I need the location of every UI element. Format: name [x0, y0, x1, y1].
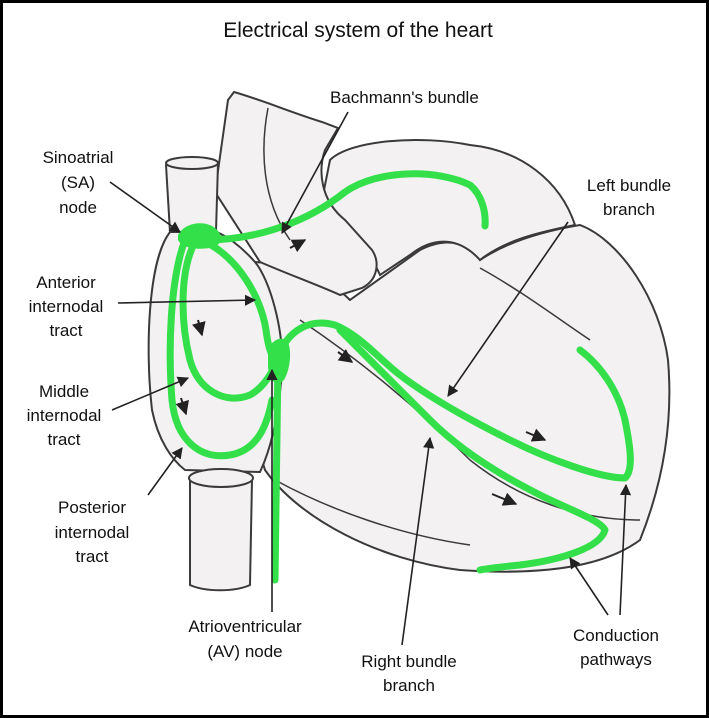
arrow-ventricle-3: [491, 492, 518, 506]
arrow-ventricle-1: [337, 348, 354, 363]
label-sa-node-line2: (SA): [61, 173, 95, 192]
leader-bachmann: [281, 111, 349, 234]
ventricle-inner-line: [274, 479, 471, 546]
heart-diagram: Electrical system of the heart: [27, 19, 671, 695]
label-sa-node-line1: Sinoatrial: [43, 148, 114, 167]
label-bachmanns-bundle: Bachmann's bundle: [330, 88, 479, 107]
label-anterior-line2: internodal: [29, 297, 104, 316]
posterior-internodal-path: [166, 236, 276, 460]
av-node-stem-path: [271, 356, 282, 584]
label-posterior-line1: Posterior: [58, 498, 126, 517]
label-posterior-line3: tract: [75, 547, 108, 566]
direction-arrows: [175, 239, 547, 506]
superior-vena-cava: [164, 158, 220, 233]
leader-middle: [111, 376, 190, 411]
leader-conduction-1: [569, 557, 609, 616]
middle-internodal-path: [179, 238, 284, 402]
label-av-node-line2: (AV) node: [207, 642, 282, 661]
leader-sa-node: [109, 181, 181, 233]
leader-left-bundle: [447, 221, 569, 397]
label-left-bundle-line2: branch: [603, 200, 655, 219]
label-conduction-line2: pathways: [580, 650, 652, 669]
svc-opening: [165, 156, 219, 170]
label-middle-line3: tract: [47, 430, 80, 449]
diagram-panel: Electrical system of the heart: [3, 3, 706, 715]
label-left-bundle-line1: Left bundle: [587, 176, 671, 195]
leader-posterior: [147, 447, 183, 496]
aorta: [213, 90, 378, 297]
leader-lines: [109, 111, 632, 646]
label-anterior-line3: tract: [49, 321, 82, 340]
label-right-bundle-line1: Right bundle: [361, 652, 456, 671]
leader-conduction-2: [619, 483, 632, 616]
label-middle-line2: internodal: [27, 406, 102, 425]
label-middle-line1: Middle: [39, 382, 89, 401]
bachmanns-bundle-path: [201, 170, 489, 244]
arrow-ventricle-2: [525, 428, 547, 442]
arrow-atrium-2: [191, 319, 206, 337]
ivc-opening: [188, 468, 254, 488]
leader-anterior: [117, 294, 257, 306]
label-posterior-line2: internodal: [55, 523, 130, 542]
arrow-atrium-1: [289, 239, 307, 253]
left-ventricle-inner-line: [479, 267, 591, 341]
label-right-bundle-line2: branch: [383, 676, 435, 695]
right-bundle-path: [336, 326, 609, 574]
sa-node: [178, 223, 222, 249]
inferior-vena-cava: [189, 479, 254, 592]
bundle-of-his-path: [276, 319, 634, 482]
label-sa-node-line3: node: [59, 198, 97, 217]
label-av-node-line1: Atrioventricular: [188, 617, 302, 636]
label-conduction-line1: Conduction: [573, 626, 659, 645]
leader-right-bundle: [401, 436, 435, 646]
label-anterior-line1: Anterior: [36, 273, 96, 292]
diagram-title: Electrical system of the heart: [223, 19, 493, 42]
arrow-atrium-3: [175, 397, 189, 416]
